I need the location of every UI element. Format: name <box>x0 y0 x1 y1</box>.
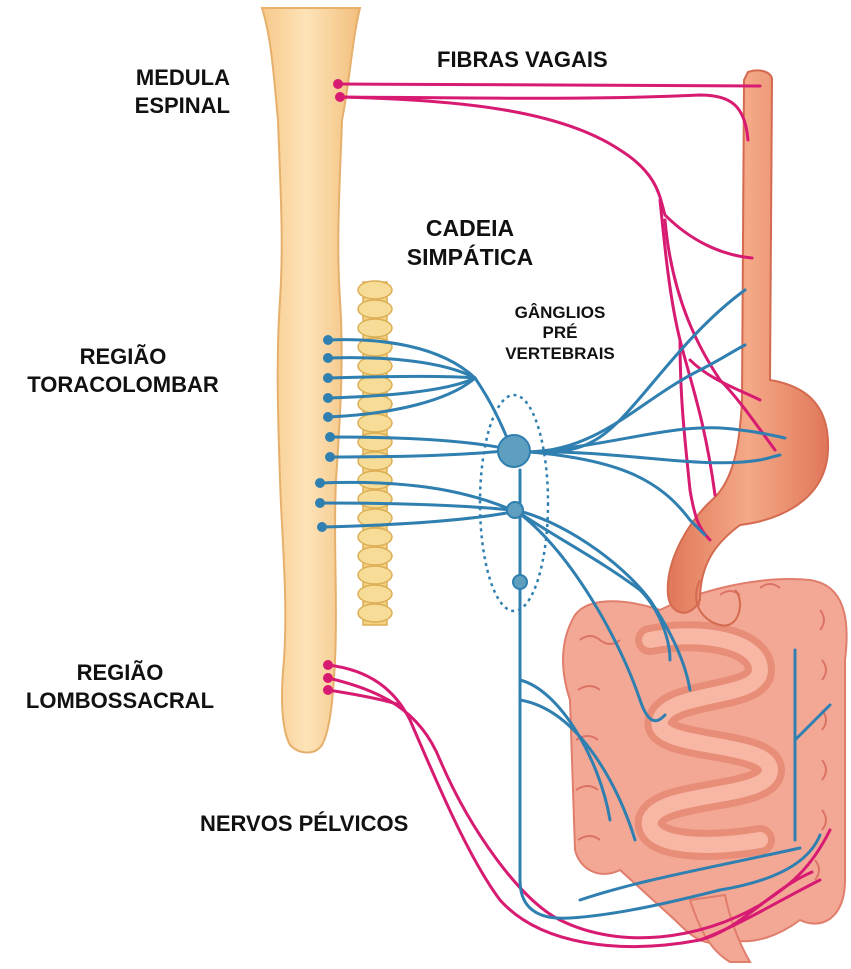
parasympathetic-origin-dot <box>323 660 333 670</box>
chain-ganglion <box>358 547 392 565</box>
stomach-esophagus <box>668 70 828 625</box>
chain-ganglion <box>358 281 392 299</box>
spinal-cord <box>262 8 360 753</box>
chain-ganglion <box>358 528 392 546</box>
parasympathetic-origin-dot <box>333 79 343 89</box>
sympathetic-origin-dot <box>315 498 325 508</box>
chain-ganglion <box>358 433 392 451</box>
label-medula-line2: ESPINAL <box>95 92 230 120</box>
parasympathetic-origin-dot <box>323 673 333 683</box>
label-toracolombar-line1: REGIÃO <box>8 343 238 371</box>
label-lombossacral-line1: REGIÃO <box>5 659 235 687</box>
label-cadeia-line2: SIMPÁTICA <box>390 243 550 272</box>
sympathetic-chain <box>358 281 392 625</box>
label-ganglios-line1: GÂNGLIOS <box>480 303 640 323</box>
label-ganglios-line2: PRÉ <box>480 323 640 343</box>
sympathetic-origin-dot <box>315 478 325 488</box>
sympathetic-origin-dot <box>325 432 335 442</box>
label-cadeia-line1: CADEIA <box>390 214 550 243</box>
label-regiao-lombossacral: REGIÃO LOMBOSSACRAL <box>5 659 235 714</box>
sympathetic-origin-dot <box>323 393 333 403</box>
mesenteric-ganglion <box>507 502 523 518</box>
parasympathetic-origin-dot <box>335 92 345 102</box>
label-toracolombar-line2: TORACOLOMBAR <box>8 371 238 399</box>
chain-ganglion <box>358 376 392 394</box>
sympathetic-origin-dot <box>323 373 333 383</box>
label-fibras-vagais: FIBRAS VAGAIS <box>437 46 608 74</box>
sympathetic-origin-dot <box>317 522 327 532</box>
chain-ganglion <box>358 471 392 489</box>
chain-ganglion <box>358 452 392 470</box>
parasympathetic-origin-dot <box>323 685 333 695</box>
label-medula-espinal: MEDULA ESPINAL <box>95 64 230 119</box>
label-cadeia-simpatica: CADEIA SIMPÁTICA <box>390 214 550 272</box>
sympathetic-origin-dot <box>323 412 333 422</box>
sympathetic-origin-dot <box>323 335 333 345</box>
chain-ganglion <box>358 585 392 603</box>
chain-ganglion <box>358 300 392 318</box>
label-nervos-pelvicos: NERVOS PÉLVICOS <box>200 810 408 838</box>
label-ganglios: GÂNGLIOS PRÉ VERTEBRAIS <box>480 303 640 364</box>
sympathetic-origin-dot <box>323 353 333 363</box>
inferior-ganglion <box>513 575 527 589</box>
label-ganglios-line3: VERTEBRAIS <box>480 344 640 364</box>
celiac-ganglion <box>498 435 530 467</box>
label-regiao-toracolombar: REGIÃO TORACOLOMBAR <box>8 343 238 398</box>
chain-ganglion <box>358 414 392 432</box>
chain-ganglion <box>358 604 392 622</box>
label-medula-line1: MEDULA <box>95 64 230 92</box>
chain-ganglion <box>358 566 392 584</box>
chain-ganglion <box>358 319 392 337</box>
chain-ganglion <box>358 490 392 508</box>
sympathetic-origin-dot <box>325 452 335 462</box>
label-lombossacral-line2: LOMBOSSACRAL <box>5 687 235 715</box>
